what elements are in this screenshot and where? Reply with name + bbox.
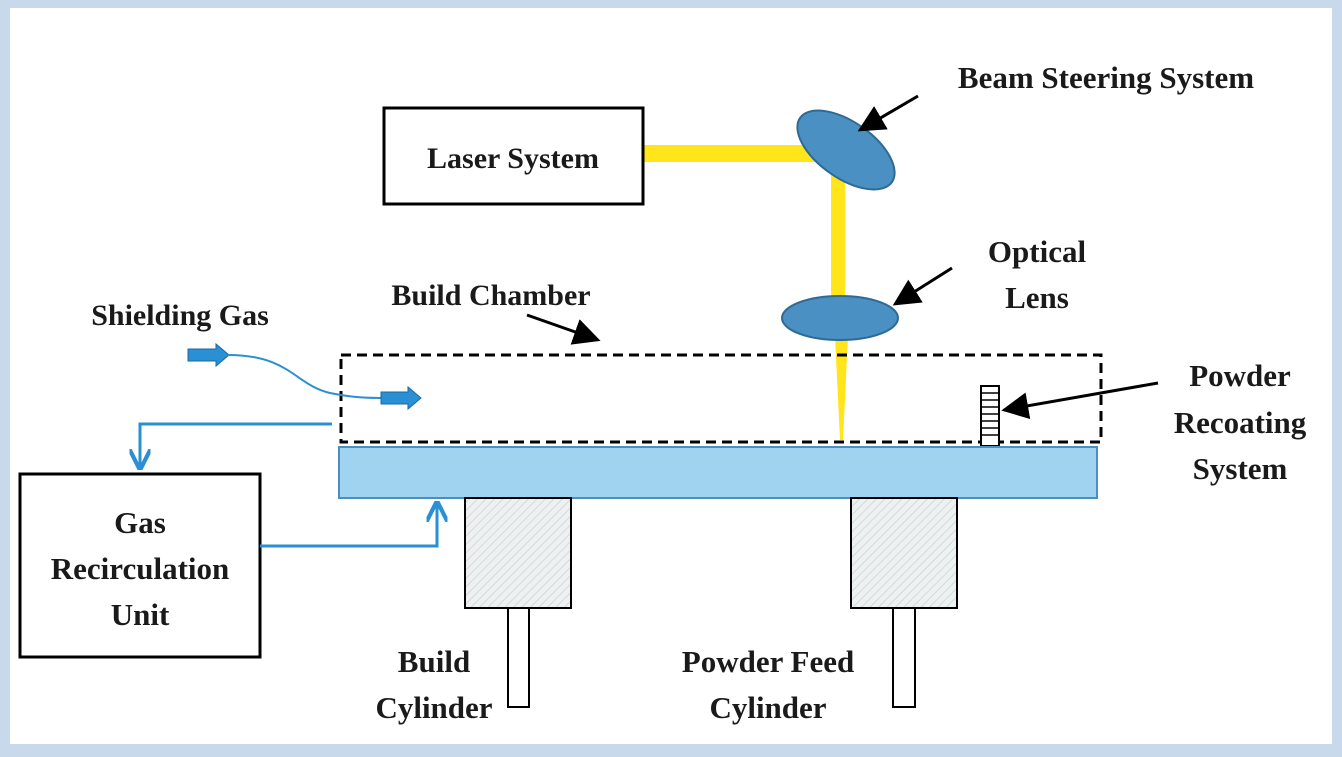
build-cylinder-label-line1: Build xyxy=(398,644,470,679)
laser-system-box xyxy=(382,106,645,206)
gas-return-line xyxy=(140,422,332,466)
gas-recirculation-label-line3: Unit xyxy=(111,597,170,632)
laser-beam-vertical xyxy=(831,160,845,300)
shielding-gas-inlet-icon xyxy=(187,342,230,368)
shielding-gas-chamber-arrow-icon xyxy=(380,385,422,411)
optical-lens-label-line1: Optical xyxy=(988,234,1087,269)
gas-recirculation-label-line2: Recirculation xyxy=(51,551,230,586)
build-chamber-outline xyxy=(339,353,1103,444)
powder-feed-label-line2: Cylinder xyxy=(709,690,826,725)
build-platform xyxy=(338,446,1098,499)
powder-recoating-label-line3: System xyxy=(1193,451,1288,486)
powder-feed-label-line1: Powder Feed xyxy=(682,644,854,679)
build-cylinder-body xyxy=(464,497,572,609)
laser-beam-focused xyxy=(835,336,848,440)
optical-lens-arrow xyxy=(892,266,953,306)
build-chamber-arrow xyxy=(526,313,601,345)
beam-steering-label: Beam Steering System xyxy=(958,60,1254,95)
gas-supply-line xyxy=(260,505,437,548)
laser-system-label: Laser System xyxy=(427,142,599,175)
optical-lens-label-line2: Lens xyxy=(1005,280,1069,315)
powder-recoating-label-line1: Powder xyxy=(1189,358,1291,393)
build-chamber-label: Build Chamber xyxy=(391,279,590,312)
powder-recoater xyxy=(980,385,1000,447)
laser-beam-horizontal xyxy=(644,145,844,162)
optical-lens xyxy=(781,295,899,341)
shielding-gas-label: Shielding Gas xyxy=(91,299,269,332)
gas-recirculation-label-line1: Gas xyxy=(114,505,166,540)
shielding-gas-flow-line xyxy=(227,354,386,399)
powder-recoating-label-line2: Recoating xyxy=(1174,405,1307,440)
powder-feed-cylinder-piston xyxy=(892,607,916,708)
gas-recirculation-box xyxy=(18,472,262,659)
build-cylinder-label-line2: Cylinder xyxy=(375,690,492,725)
beam-steering-arrow xyxy=(857,94,919,132)
build-cylinder-piston xyxy=(507,607,530,708)
powder-feed-cylinder-body xyxy=(850,497,958,609)
powder-recoating-arrow xyxy=(1001,381,1159,420)
